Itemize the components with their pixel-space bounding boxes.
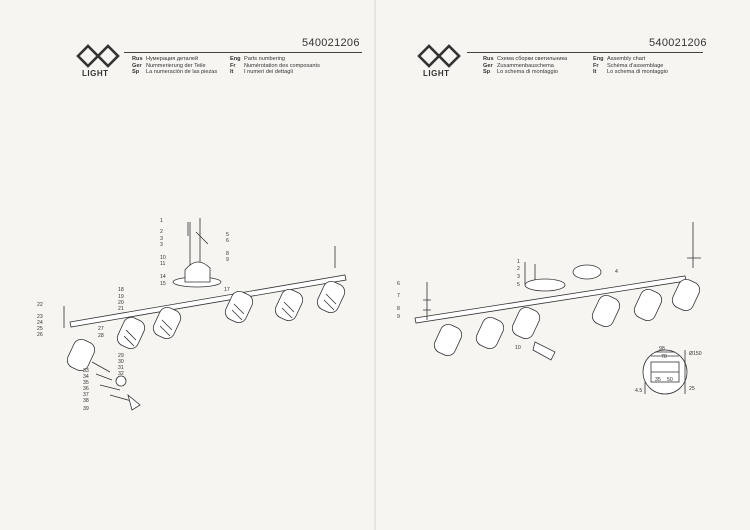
svg-text:8: 8 (397, 306, 400, 312)
svg-text:1: 1 (517, 259, 520, 265)
svg-text:3: 3 (160, 242, 163, 248)
product-code: 540021206 (302, 37, 360, 49)
svg-text:9: 9 (397, 314, 400, 320)
svg-text:26: 26 (37, 332, 43, 338)
svg-text:4: 4 (615, 269, 618, 275)
svg-text:23: 23 (37, 314, 43, 320)
svg-text:10: 10 (160, 255, 166, 261)
svg-text:14: 14 (160, 274, 166, 280)
svg-text:35: 35 (655, 377, 661, 383)
svg-text:21: 21 (118, 306, 124, 312)
svg-text:Ø150: Ø150 (689, 351, 702, 357)
svg-text:5: 5 (517, 282, 520, 288)
svg-text:3: 3 (160, 236, 163, 242)
svg-text:38: 38 (83, 398, 89, 404)
svg-text:22: 22 (37, 302, 43, 308)
header-rule (467, 52, 703, 53)
svg-text:25: 25 (689, 386, 695, 392)
svg-text:30: 30 (118, 359, 124, 365)
svg-text:33: 33 (83, 368, 89, 374)
svg-text:11: 11 (160, 261, 165, 267)
svg-text:98: 98 (659, 346, 665, 352)
svg-text:3: 3 (517, 274, 520, 280)
svg-text:70: 70 (661, 354, 667, 360)
part-callouts: 1 2 3 3 5 6 8 9 10 11 14 15 17 18 19 20 … (37, 218, 230, 412)
svg-text:7: 7 (397, 293, 400, 299)
svg-text:27: 27 (98, 326, 104, 332)
base-dimensions: Ø150 98 70 35 50 4.5 25 (635, 346, 702, 394)
svg-text:36: 36 (83, 386, 89, 392)
svg-text:32: 32 (118, 371, 124, 377)
svg-text:37: 37 (83, 392, 89, 398)
header-rule (124, 52, 362, 53)
brand-name: LIGHT (423, 69, 450, 78)
svg-text:20: 20 (118, 300, 124, 306)
exploded-parts-drawing: 1 2 3 3 5 6 8 9 10 11 14 15 17 18 19 20 … (37, 218, 347, 412)
svg-text:35: 35 (83, 380, 89, 386)
svg-text:15: 15 (160, 281, 166, 287)
svg-text:6: 6 (397, 281, 400, 287)
svg-text:19: 19 (118, 294, 124, 300)
svg-text:5: 5 (226, 232, 229, 238)
page-fold (374, 0, 376, 530)
svg-text:18: 18 (118, 287, 124, 293)
product-code: 540021206 (649, 37, 707, 49)
svg-text:28: 28 (98, 333, 104, 339)
svg-text:6: 6 (226, 238, 229, 244)
svg-text:34: 34 (83, 374, 89, 380)
svg-text:4.5: 4.5 (635, 388, 642, 394)
svg-text:29: 29 (118, 353, 124, 359)
svg-text:17: 17 (224, 287, 230, 293)
brand-name: LIGHT (82, 69, 109, 78)
brand-logo (417, 44, 461, 68)
svg-text:10: 10 (515, 345, 521, 351)
svg-text:2: 2 (517, 266, 520, 272)
step-callouts: 1 2 3 4 5 6 7 8 9 10 (397, 259, 618, 351)
svg-text:50: 50 (667, 377, 673, 383)
assembly-drawing: 1 2 3 4 5 6 7 8 9 10 Ø150 98 70 35 50 4.… (397, 222, 702, 395)
svg-text:25: 25 (37, 326, 43, 332)
svg-text:1: 1 (160, 218, 163, 224)
svg-text:39: 39 (83, 406, 89, 412)
svg-text:2: 2 (160, 229, 163, 235)
svg-text:9: 9 (226, 257, 229, 263)
brand-logo (76, 44, 120, 68)
svg-text:31: 31 (118, 365, 124, 371)
svg-text:24: 24 (37, 320, 43, 326)
svg-text:8: 8 (226, 251, 229, 257)
